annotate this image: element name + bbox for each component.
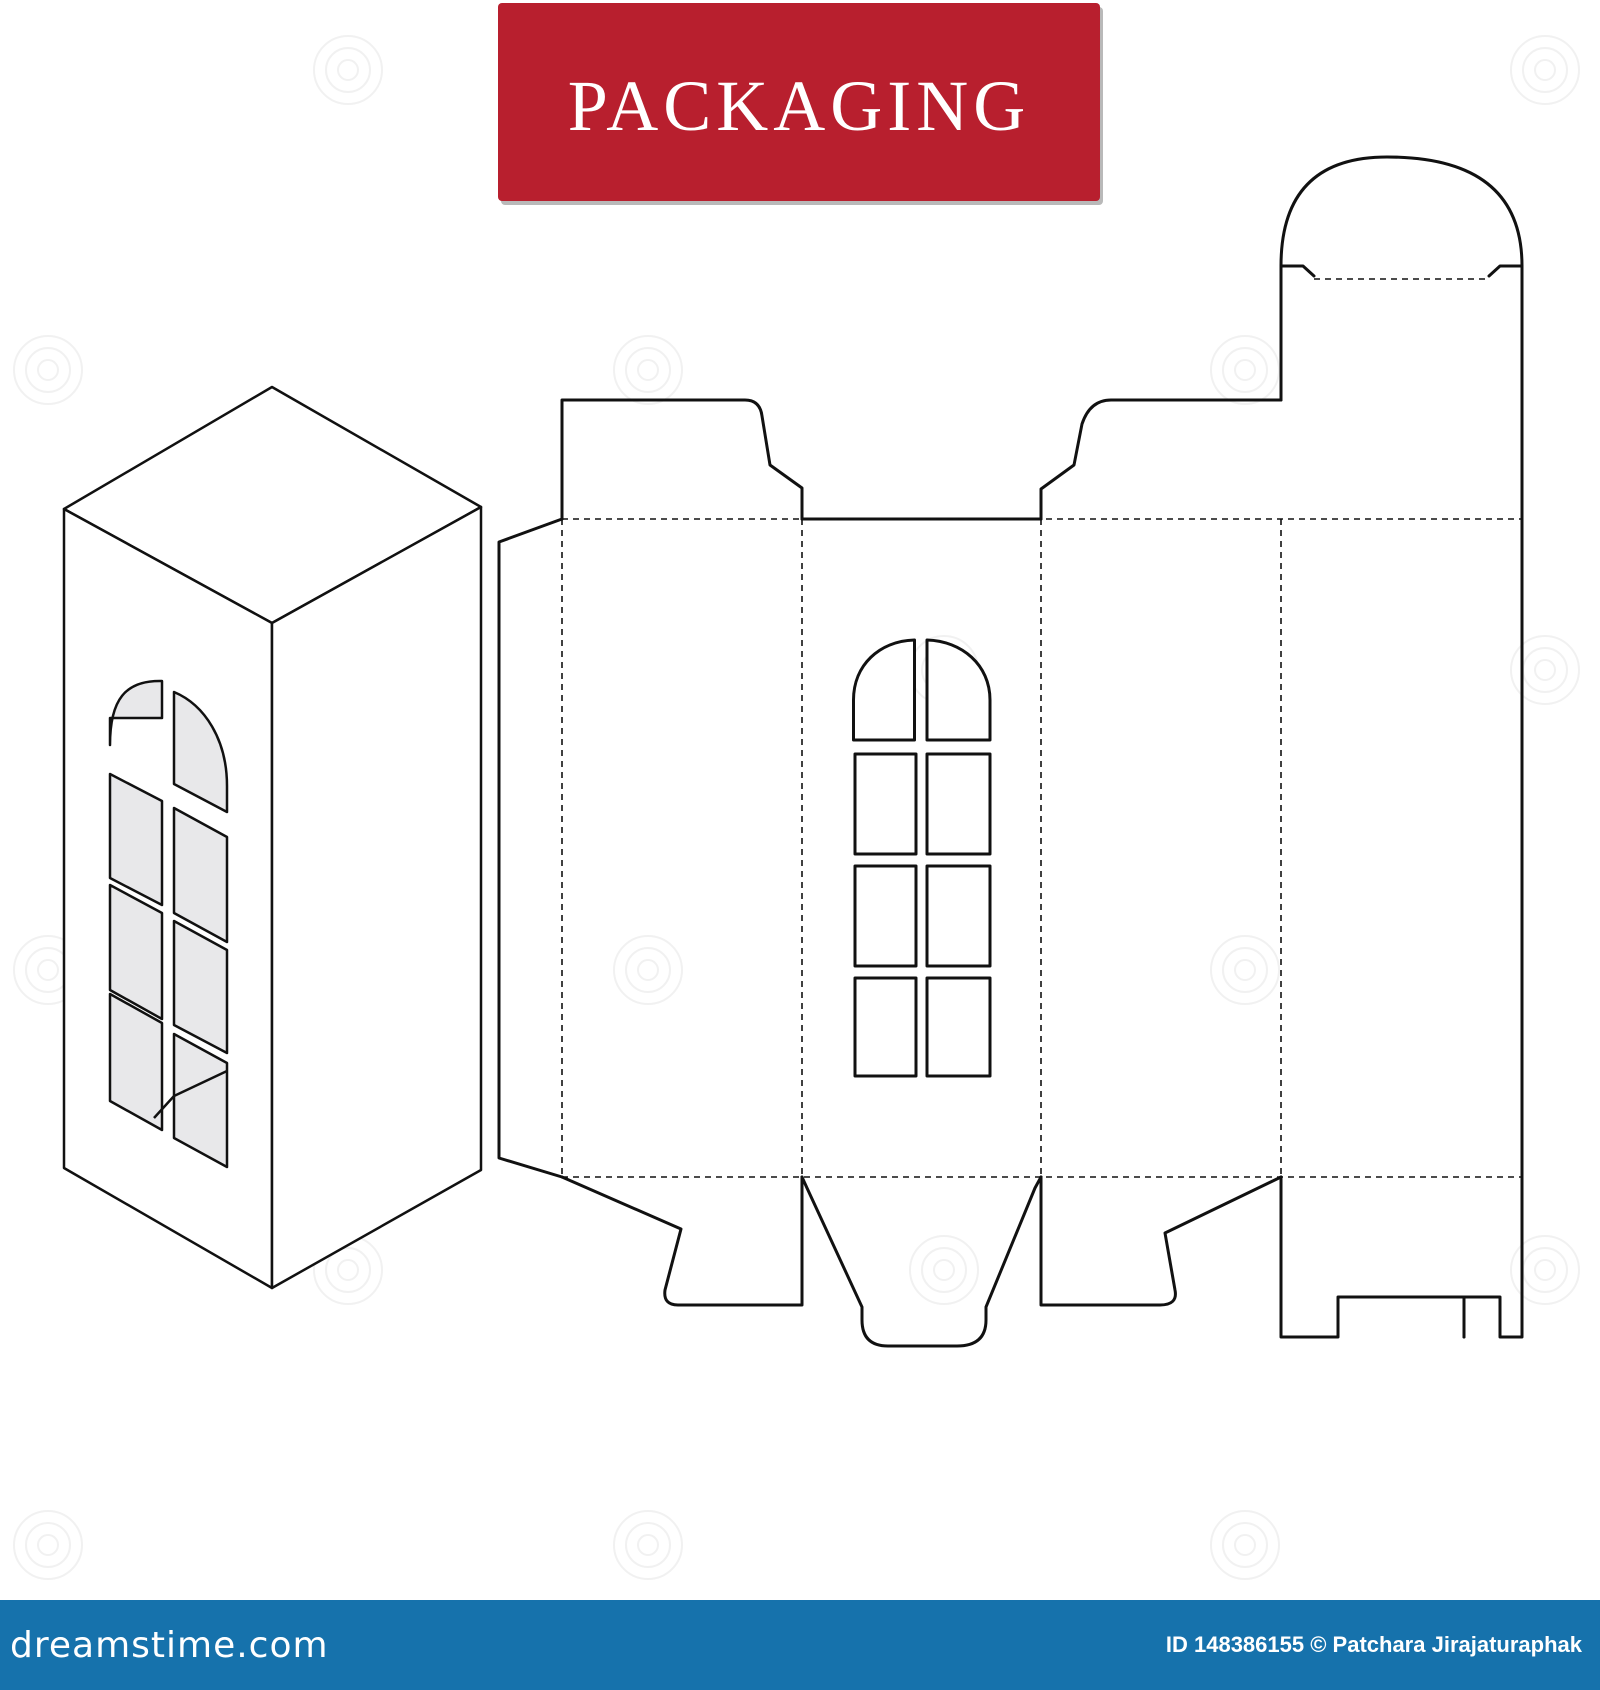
swirl-icon (13, 335, 83, 405)
window-pane (925, 638, 992, 742)
swirl-icon (613, 335, 683, 405)
window-pane (853, 864, 918, 968)
window-pane (925, 752, 992, 856)
swirl-icon (13, 1510, 83, 1580)
window-pane (172, 690, 229, 814)
window-pane (108, 772, 164, 907)
swirl-icon (313, 35, 383, 105)
swirl-icon (613, 1510, 683, 1580)
swirl-icon (613, 935, 683, 1005)
title-banner: PACKAGING (498, 3, 1100, 201)
window-pane (852, 638, 916, 742)
box-window-diagonal (153, 1069, 228, 1119)
window-pane (925, 976, 992, 1078)
footer-brand[interactable]: dreamstime.com (10, 1624, 329, 1666)
window-pane (108, 679, 164, 747)
banner-title: PACKAGING (567, 65, 1031, 146)
box-front-face (62, 507, 274, 1290)
footer-bar: dreamstime.com ID 148386155 © Patchara J… (0, 1600, 1600, 1690)
dieline-outline (497, 155, 1524, 1348)
window-pane (833, 640, 856, 644)
swirl-icon (1210, 1510, 1280, 1580)
box-window (108, 679, 229, 1169)
swirl-icon (1210, 935, 1280, 1005)
box-side-face (270, 505, 483, 1290)
window-pane (172, 1032, 229, 1169)
window-pane (172, 919, 229, 1055)
window-pane (172, 806, 229, 944)
footer-credit: ID 148386155 © Patchara Jirajaturaphak (1165, 1632, 1582, 1657)
swirl-icon (1510, 35, 1580, 105)
window-pane (108, 992, 164, 1132)
dieline-folds (561, 278, 1522, 1178)
swirl-icon (909, 1235, 979, 1305)
swirl-icon (1210, 335, 1280, 405)
window-pane (853, 752, 918, 856)
window-pane (925, 864, 992, 968)
window-pane (853, 976, 918, 1078)
packaging-illustration (62, 155, 1524, 1348)
window-pane (108, 883, 164, 1021)
dieline-window-cutout (833, 638, 992, 1078)
